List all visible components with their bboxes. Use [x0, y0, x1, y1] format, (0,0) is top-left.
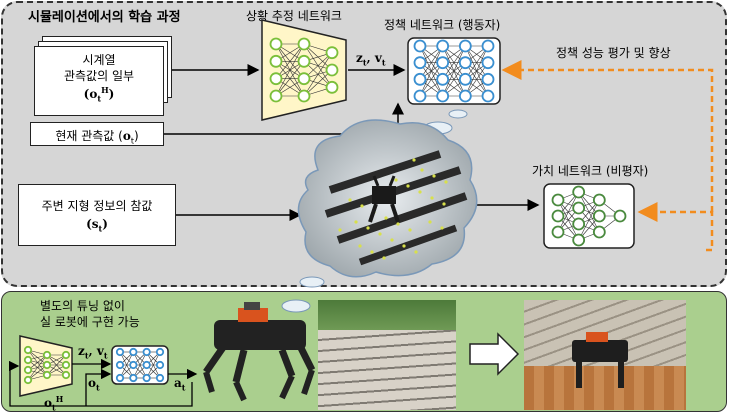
- neuron-node: [460, 91, 471, 102]
- neuron-node: [63, 372, 69, 378]
- neuron-node: [44, 352, 50, 358]
- neuron-node: [63, 362, 69, 368]
- neuron-node: [415, 41, 426, 52]
- neuron-node: [573, 187, 584, 198]
- neuron-node: [117, 349, 123, 355]
- neuron-node: [25, 367, 31, 373]
- neuron-node: [130, 362, 136, 368]
- history-label-bottom: otH: [44, 394, 63, 412]
- small-policy-net-icon: [117, 349, 163, 381]
- neuron-node: [299, 56, 310, 67]
- neuron-node: [63, 352, 69, 358]
- neuron-node: [271, 56, 282, 67]
- neuron-node: [483, 74, 494, 85]
- neuron-node: [460, 74, 471, 85]
- small-estimator-net-icon: [25, 347, 69, 383]
- policy-net-icon: [415, 41, 494, 102]
- neuron-node: [130, 349, 136, 355]
- neuron-node: [437, 57, 448, 68]
- neuron-node: [327, 47, 338, 58]
- obs-label-bottom: ot: [88, 376, 100, 392]
- neuron-node: [573, 235, 584, 246]
- neuron-node: [415, 91, 426, 102]
- neuron-node: [437, 91, 448, 102]
- estimator-net-icon: [271, 39, 338, 102]
- caption-line2: 실 로봇에 구현 가능: [40, 313, 140, 330]
- neuron-node: [415, 57, 426, 68]
- neuron-node: [615, 211, 626, 222]
- neuron-node: [130, 375, 136, 381]
- neuron-node: [299, 73, 310, 84]
- neuron-node: [573, 203, 584, 214]
- neuron-node: [25, 347, 31, 353]
- neuron-node: [117, 375, 123, 381]
- neuron-node: [25, 377, 31, 383]
- robot-stairs-photo: [524, 300, 686, 410]
- neuron-node: [327, 65, 338, 76]
- neuron-node: [460, 57, 471, 68]
- neuron-node: [299, 91, 310, 102]
- neuron-node: [553, 195, 564, 206]
- neuron-node: [437, 41, 448, 52]
- neuron-node: [271, 73, 282, 84]
- caption-line1: 별도의 튜닝 없이: [40, 297, 125, 314]
- neuron-node: [594, 227, 605, 238]
- neuron-node: [143, 362, 149, 368]
- latent-label-bottom: zt, vt: [78, 344, 108, 360]
- value-net-icon: [553, 187, 626, 246]
- neuron-node: [157, 375, 163, 381]
- neuron-node: [143, 375, 149, 381]
- neuron-node: [437, 74, 448, 85]
- neuron-node: [415, 74, 426, 85]
- neuron-node: [483, 41, 494, 52]
- neuron-node: [271, 91, 282, 102]
- neuron-node: [271, 39, 282, 50]
- neuron-node: [157, 362, 163, 368]
- neuron-node: [483, 91, 494, 102]
- neuron-node: [117, 362, 123, 368]
- neuron-node: [143, 349, 149, 355]
- neuron-node: [594, 211, 605, 222]
- neuron-node: [44, 372, 50, 378]
- neuron-node: [594, 195, 605, 206]
- neuron-node: [573, 219, 584, 230]
- stairs-photo: [318, 300, 456, 410]
- neuron-node: [483, 57, 494, 68]
- neuron-node: [44, 362, 50, 368]
- neuron-node: [553, 227, 564, 238]
- neuron-node: [327, 82, 338, 93]
- neuron-node: [460, 41, 471, 52]
- action-label: at: [174, 376, 185, 392]
- neuron-node: [25, 357, 31, 363]
- neuron-node: [157, 349, 163, 355]
- neuron-node: [553, 211, 564, 222]
- neuron-node: [299, 39, 310, 50]
